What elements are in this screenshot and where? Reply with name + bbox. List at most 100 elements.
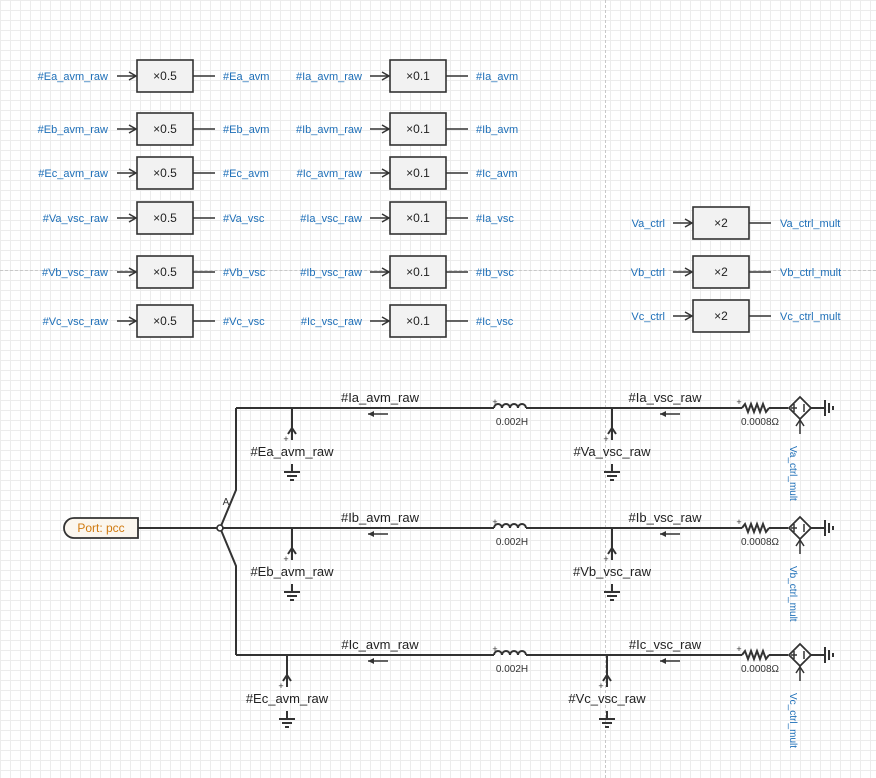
control-signal-label: Va_ctrl_mult <box>787 446 798 501</box>
inductor-value: 0.002H <box>496 537 528 548</box>
gain-block-box[interactable] <box>389 255 447 289</box>
polarity-plus: + <box>492 397 497 407</box>
resistor-value: 0.0008Ω <box>741 537 780 548</box>
gain-block-box[interactable] <box>389 304 447 338</box>
resistor-value: 0.0008Ω <box>741 664 780 675</box>
gain-input-signal: #Vc_vsc_raw <box>43 316 108 328</box>
gain-factor: ×0.5 <box>153 314 177 328</box>
gain-factor: ×2 <box>714 309 728 323</box>
polarity-plus: + <box>736 644 741 654</box>
gain-output-signal: #Ec_avm <box>223 168 269 180</box>
inductor-coil <box>493 650 527 656</box>
gain-block-box[interactable] <box>136 201 194 235</box>
gain-block-box[interactable] <box>136 304 194 338</box>
gain-block[interactable]: #Ia_vsc_raw×0.1#Ia_vsc <box>300 201 514 235</box>
gain-block[interactable]: Vb_ctrl ×2 Vb_ctrl_mult <box>631 255 841 289</box>
gain-input-signal: #Ec_avm_raw <box>38 168 108 180</box>
current-avm-label: #Ia_avm_raw <box>341 390 420 405</box>
gain-output-signal: Vc_ctrl_mult <box>780 311 841 323</box>
gain-block-box[interactable] <box>136 112 194 146</box>
gain-factor: ×0.5 <box>153 122 177 136</box>
gain-input-signal: #Ib_avm_raw <box>296 124 362 136</box>
phase-branch[interactable]: #Ib_avm_raw #Ib_vsc_raw + #Eb_avm_raw + #Vb_v… <box>236 510 834 622</box>
gain-block[interactable]: #Va_vsc_raw ×0.5 #Va_vsc <box>43 201 265 235</box>
voltage-vsc-label: #Va_vsc_raw <box>573 444 651 459</box>
control-signal-label: Vc_ctrl_mult <box>787 693 798 748</box>
phase-branch[interactable]: #Ia_avm_raw#Ia_vsc_raw+#Ea_avm_raw+#Va_v… <box>236 390 834 501</box>
voltage-avm-label: #Eb_avm_raw <box>250 564 334 579</box>
gain-block[interactable]: #Ec_avm_raw ×0.5 #Ec_avm <box>38 156 269 190</box>
resistor-zigzag <box>741 648 770 662</box>
current-avm-label: #Ib_avm_raw <box>341 510 420 525</box>
gain-output-signal: Vb_ctrl_mult <box>780 267 841 279</box>
gain-output-signal: #Vc_vsc <box>223 316 265 328</box>
gain-block[interactable]: #Ib_avm_raw ×0.1 #Ib_avm <box>296 112 518 146</box>
gain-output-signal: #Vb_vsc <box>223 267 266 279</box>
inductor-coil <box>493 523 527 529</box>
gain-block[interactable]: #Ic_avm_raw ×0.1 #Ic_avm <box>297 156 518 190</box>
control-signal-label: Vb_ctrl_mult <box>787 566 798 622</box>
resistor-zigzag <box>741 521 770 535</box>
gain-factor: ×0.5 <box>153 211 177 225</box>
polarity-plus: + <box>598 681 603 691</box>
gain-factor: ×0.5 <box>153 166 177 180</box>
polarity-plus: + <box>278 681 283 691</box>
gain-factor: ×0.5 <box>153 69 177 83</box>
gain-factor: ×0.1 <box>406 166 430 180</box>
gain-input-signal: Vb_ctrl <box>631 267 665 279</box>
gain-output-signal: #Ic_avm <box>476 168 518 180</box>
current-vsc-label: #Ib_vsc_raw <box>629 510 703 525</box>
gain-output-signal: #Ic_vsc <box>476 316 514 328</box>
port-label: Port: pcc <box>77 521 124 535</box>
vertical-guide-line <box>605 0 606 778</box>
polarity-plus: + <box>492 517 497 527</box>
gain-input-signal: #Ic_avm_raw <box>297 168 362 180</box>
inductor-coil <box>493 403 527 409</box>
current-avm-label: #Ic_avm_raw <box>341 637 419 652</box>
gain-output-signal: #Ia_vsc <box>476 213 514 225</box>
voltage-vsc-label: #Vb_vsc_raw <box>573 564 652 579</box>
gain-block-box[interactable] <box>389 201 447 235</box>
gain-block[interactable]: #Eb_avm_raw ×0.5 #Eb_avm <box>38 112 270 146</box>
port-pcc[interactable]: Port: pcc <box>63 517 139 539</box>
gain-factor: ×2 <box>714 265 728 279</box>
gain-factor: ×0.1 <box>406 265 430 279</box>
polarity-plus: + <box>736 397 741 407</box>
gain-output-signal: #Va_vsc <box>223 213 265 225</box>
gain-block[interactable]: Vc_ctrl ×2 Vc_ctrl_mult <box>631 299 841 333</box>
gain-output-signal: #Ib_avm <box>476 124 518 136</box>
gain-factor: ×0.1 <box>406 211 430 225</box>
gain-block-box[interactable] <box>389 156 447 190</box>
inductor-value: 0.002H <box>496 417 528 428</box>
gain-block-box[interactable] <box>692 206 750 240</box>
gain-factor: ×0.1 <box>406 122 430 136</box>
gain-block-box[interactable] <box>389 59 447 93</box>
gain-block[interactable]: #Vc_vsc_raw ×0.5 #Vc_vsc <box>43 304 265 338</box>
gain-input-signal: #Eb_avm_raw <box>38 124 108 136</box>
voltage-avm-label: #Ec_avm_raw <box>246 691 329 706</box>
gain-block[interactable]: #Ib_vsc_raw×0.1#Ib_vsc <box>300 255 514 289</box>
current-vsc-label: #Ic_vsc_raw <box>629 637 702 652</box>
gain-input-signal: #Vb_vsc_raw <box>42 267 108 279</box>
gain-block[interactable]: #Ic_vsc_raw×0.1#Ic_vsc <box>301 304 514 338</box>
gain-factor: ×0.1 <box>406 314 430 328</box>
phase-branch[interactable]: #Ic_avm_raw#Ic_vsc_raw+#Ec_avm_raw+#Vc_v… <box>236 637 834 748</box>
gain-block-box[interactable] <box>136 156 194 190</box>
polarity-plus: + <box>283 434 288 444</box>
gain-block[interactable]: #Ia_avm_raw×0.1#Ia_avm <box>296 59 518 93</box>
gain-block[interactable]: #Ea_avm_raw×0.5#Ea_avm <box>38 59 270 93</box>
gain-output-signal: #Ia_avm <box>476 71 518 83</box>
gain-block-box[interactable] <box>692 299 750 333</box>
gain-output-signal: #Ea_avm <box>223 71 269 83</box>
gain-block[interactable]: #Vb_vsc_raw×0.5#Vb_vsc <box>42 255 266 289</box>
polarity-plus: + <box>736 517 741 527</box>
gain-input-signal: Vc_ctrl <box>631 311 665 323</box>
gain-factor: ×2 <box>714 216 728 230</box>
polarity-plus: + <box>603 434 608 444</box>
gain-output-signal: #Eb_avm <box>223 124 269 136</box>
gain-input-signal: #Va_vsc_raw <box>43 213 108 225</box>
gain-output-signal: #Ib_vsc <box>476 267 514 279</box>
